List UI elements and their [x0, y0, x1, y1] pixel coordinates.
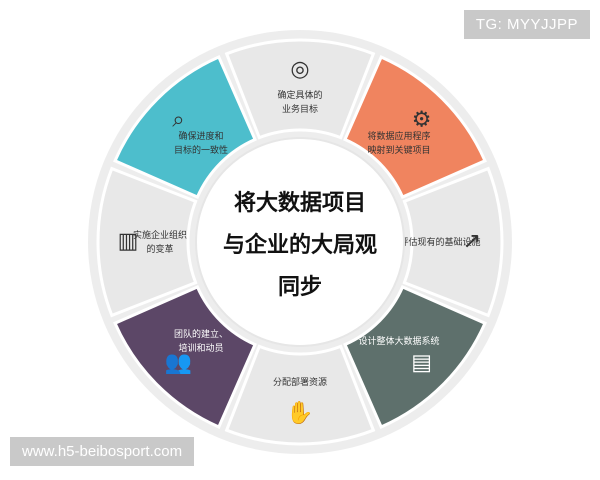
segment-label-ensure-progress-1: 目标的一致性 [174, 144, 228, 156]
segment-label-design-system-0: 设计整体大数据系统 [358, 335, 439, 347]
hand-coin-icon: ✋ [286, 400, 313, 426]
growth-chart-icon: ↗ [463, 229, 481, 254]
segment-build-team [113, 285, 257, 429]
segment-label-org-change-1: 的变革 [146, 243, 173, 255]
center-line-1: 将大数据项目 [234, 190, 366, 216]
team-icon: 👥 [165, 351, 192, 376]
segment-label-build-team-1: 培训和动员 [178, 342, 223, 354]
segment-design-system [343, 285, 487, 429]
magnifier-icon: ⌕ [172, 107, 184, 132]
segment-label-assess-infra-0: 评估现有的基础设施 [399, 236, 480, 248]
center-circle [195, 137, 405, 347]
segment-allocate-resources [224, 344, 376, 446]
segment-label-build-team-0: 团队的建立、 [174, 328, 228, 340]
segment-label-map-apps-0: 将数据应用程序 [367, 130, 430, 142]
gears-icon: ⚙ [412, 107, 432, 132]
segment-label-define-goals-1: 业务目标 [282, 103, 318, 115]
segment-assess-infra [402, 166, 504, 318]
segment-org-change [96, 166, 198, 318]
segment-define-goals [224, 38, 376, 140]
dashboard-icon: ▤ [411, 351, 432, 376]
segment-label-ensure-progress-0: 确保进度和 [178, 130, 223, 142]
segment-label-org-change-0: 实施企业组织 [133, 229, 187, 241]
segment-label-define-goals-0: 确定具体的 [277, 89, 322, 101]
segment-label-allocate-resources-0: 分配部署资源 [273, 376, 327, 388]
center-line-2: 与企业的大局观 [223, 232, 377, 258]
watermark-url: www.h5-beibosport.com [10, 437, 195, 466]
target-icon: ◎ [290, 57, 309, 82]
segment-ensure-progress [113, 55, 257, 199]
watermark-tag: TG: MYYJJPP [463, 10, 590, 39]
segment-label-map-apps-1: 映射到关键项目 [367, 144, 430, 156]
segment-map-apps [343, 55, 487, 199]
center-line-3: 同步 [278, 274, 322, 300]
buildings-icon: ▥ [118, 229, 139, 254]
